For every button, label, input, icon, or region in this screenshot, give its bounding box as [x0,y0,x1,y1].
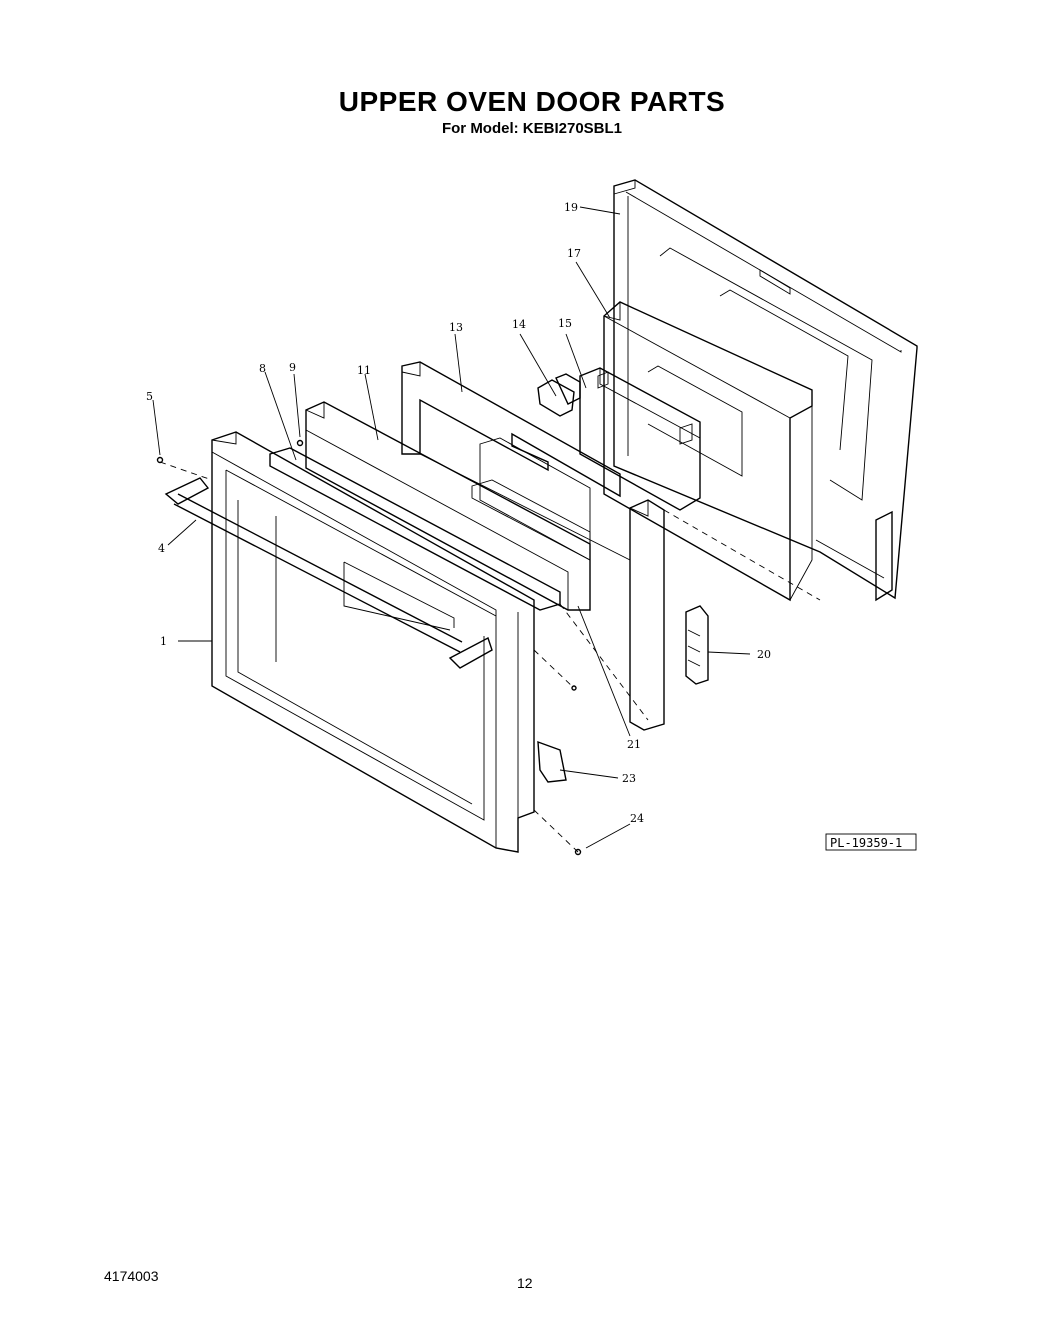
callout-11: 11 [357,364,371,377]
drawing-reference: PL-19359-1 [830,836,902,850]
part-19-rear-panel [613,179,918,602]
page-number: 12 [517,1275,533,1291]
part-13-inner-panel [401,361,665,731]
callout-5: 5 [146,390,153,403]
part-23-lower-bracket [537,740,567,783]
callout-1: 1 [160,635,167,648]
leader-lines [152,206,751,849]
assembly-lines [159,461,821,853]
part-17-inner-liner [603,301,813,602]
hardware-screws [156,439,582,856]
callout-15: 15 [558,317,572,330]
callout-19: 19 [564,201,578,214]
callout-23: 23 [622,772,636,785]
callout-14: 14 [512,318,526,331]
document-number: 4174003 [104,1268,159,1284]
callout-20: 20 [757,648,771,661]
model-subtitle: For Model: KEBI270SBL1 [441,120,623,137]
part-1-door-frame [211,431,535,853]
callout-17: 17 [567,247,581,260]
page-title: UPPER OVEN DOOR PARTS [338,86,726,117]
part-11-glass-panel [305,401,591,611]
callout-4: 4 [158,542,165,555]
callout-13: 13 [449,321,463,334]
callout-9: 9 [289,361,296,374]
callout-8: 8 [259,362,266,375]
part-14-15-brackets [537,367,701,511]
callout-24: 24 [630,812,644,825]
part-20-hinge-bracket [685,605,709,685]
part-4-handle [164,477,493,669]
callout-21: 21 [627,738,641,751]
drawing-reference-box: PL-19359-1 [825,833,917,851]
